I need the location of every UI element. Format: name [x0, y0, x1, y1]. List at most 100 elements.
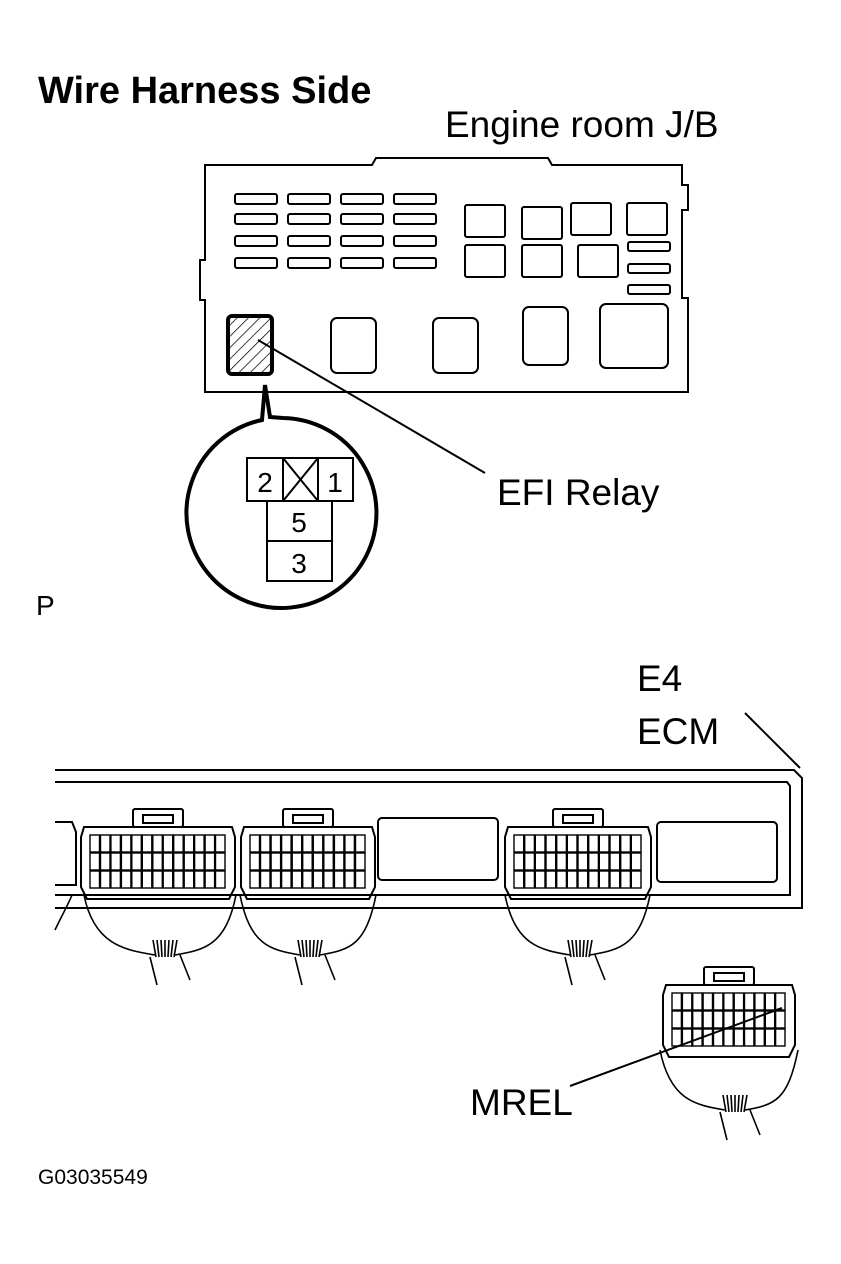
connector-pin — [141, 852, 153, 871]
harness-wire — [156, 939, 160, 958]
harness-wire — [571, 939, 575, 958]
connector-pin — [743, 1028, 755, 1047]
relay-terminal-diagram — [246, 457, 354, 582]
connector-pin — [733, 992, 745, 1011]
connector-pin — [183, 870, 195, 889]
connector-pin — [172, 834, 184, 853]
connector-pin — [152, 834, 164, 853]
connector-pin — [577, 852, 589, 871]
connector-pin — [131, 834, 143, 853]
connector-pin — [259, 834, 271, 853]
connector-pin — [280, 870, 292, 889]
connector-pin — [270, 852, 282, 871]
harness-wire — [315, 939, 319, 958]
connector-pin — [172, 870, 184, 889]
connector-pin — [692, 992, 703, 1011]
fuse-slot — [287, 257, 331, 269]
connector-pin — [702, 1010, 714, 1029]
harness-wire — [743, 1094, 748, 1113]
connector-shell — [662, 984, 796, 1058]
connector-pin — [333, 852, 345, 871]
connector-pin — [764, 1028, 776, 1047]
ecm-connectors — [55, 808, 652, 900]
connector-pin — [513, 852, 525, 871]
harness-wire — [504, 894, 571, 956]
connector-pin — [259, 870, 271, 889]
connector-pin — [214, 834, 226, 853]
connector-pin — [89, 870, 101, 889]
connector-pin — [110, 834, 122, 853]
connector-pin — [291, 852, 303, 871]
connector-pin — [302, 852, 313, 871]
harness-wire — [744, 1049, 799, 1111]
connector-pin — [193, 870, 205, 889]
harness-wire — [152, 939, 157, 958]
harness-wire — [730, 1094, 733, 1113]
harness-wire — [160, 939, 163, 958]
connector-pin — [172, 852, 184, 871]
connector-pin — [270, 870, 282, 889]
connector-pin — [270, 834, 282, 853]
connector-pin — [566, 834, 578, 853]
connector-pin — [723, 992, 734, 1011]
fuse-slot — [287, 213, 331, 225]
connector-pin — [764, 992, 776, 1011]
connector-pin — [620, 852, 632, 871]
harness — [239, 894, 377, 986]
e4-connector-body — [662, 966, 796, 1058]
connector-pin — [524, 834, 536, 853]
connector-pin — [344, 870, 356, 889]
relay-sockets — [330, 202, 671, 374]
connector-pin — [120, 870, 132, 889]
connector-pin — [141, 834, 153, 853]
mrel-leader — [569, 1007, 783, 1087]
connector-pin — [312, 870, 324, 889]
connector-pin — [598, 870, 610, 889]
connector-latch-slot — [713, 972, 745, 982]
connector-pin — [259, 852, 271, 871]
connector-pin — [214, 870, 226, 889]
e4-connector-detail — [662, 966, 796, 1058]
fuse-slot — [340, 257, 384, 269]
connector-pin — [609, 870, 621, 889]
connector-pin — [692, 1010, 703, 1029]
connector-pin — [131, 870, 143, 889]
fuse-slot — [287, 235, 331, 247]
connector-pin — [598, 852, 610, 871]
connector-pin — [280, 834, 292, 853]
connector-pin — [323, 852, 334, 871]
harness-wire — [567, 939, 572, 958]
connector-pin — [344, 852, 356, 871]
connector-pin — [577, 834, 589, 853]
connector-pin — [681, 1028, 693, 1047]
connector-pin — [764, 1010, 776, 1029]
ecm-connector-e2 — [240, 808, 376, 900]
connector-pin — [193, 852, 205, 871]
connector-pin — [354, 852, 366, 871]
connector-pin — [513, 834, 525, 853]
connector-id-label: E4 — [637, 658, 683, 699]
connector-pin — [524, 870, 536, 889]
connector-pin — [534, 870, 546, 889]
connector-pin — [556, 834, 568, 853]
connector-pin — [630, 852, 642, 871]
harness-wire — [726, 1094, 730, 1113]
connector-pin — [131, 852, 143, 871]
connector-pin — [671, 992, 683, 1011]
connector-pin — [323, 870, 334, 889]
connector-pin — [89, 834, 101, 853]
connector-pin — [598, 834, 610, 853]
connector-pin — [333, 834, 345, 853]
connector-pin — [183, 852, 195, 871]
fuse-slot — [340, 193, 384, 205]
connector-pin — [577, 870, 589, 889]
harness-wire — [239, 894, 301, 956]
harness-wire — [318, 939, 323, 958]
ecm-housing — [55, 712, 803, 909]
connector-pin — [566, 870, 578, 889]
connector-pin — [204, 834, 216, 853]
connector-pin — [702, 992, 714, 1011]
connector-pin — [723, 1028, 734, 1047]
connector-pin — [754, 1028, 766, 1047]
